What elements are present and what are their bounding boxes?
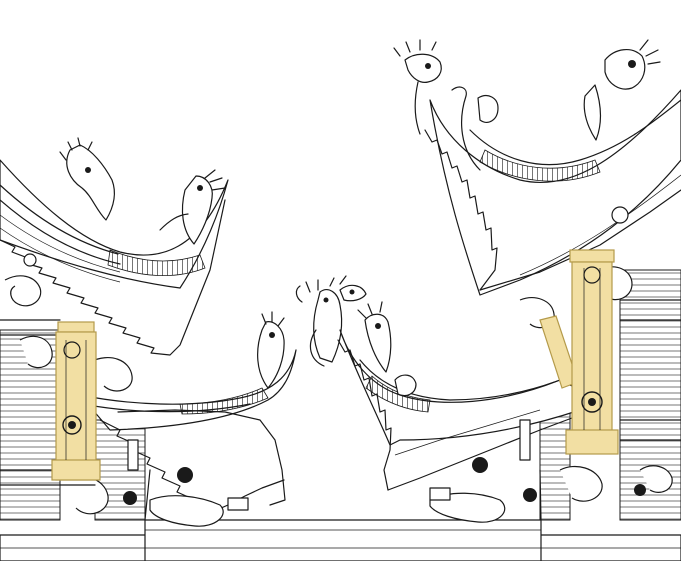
right-upper-dragon-ornament [393,39,661,171]
right-upper-roof [424,89,681,296]
left-upper-dragon-ornament [59,137,226,245]
central-dragon-finial [295,275,367,367]
right-column-highlight [565,249,619,455]
left-upper-roof [0,159,229,356]
left-bracket-set [0,253,224,527]
base-wall [0,519,681,561]
joinery-details [127,419,542,521]
left-lower-dragon-ornament [257,311,285,389]
left-column-highlight [51,321,101,481]
right-lower-dragon-ornament [357,301,417,397]
left-lower-roof [79,349,297,513]
